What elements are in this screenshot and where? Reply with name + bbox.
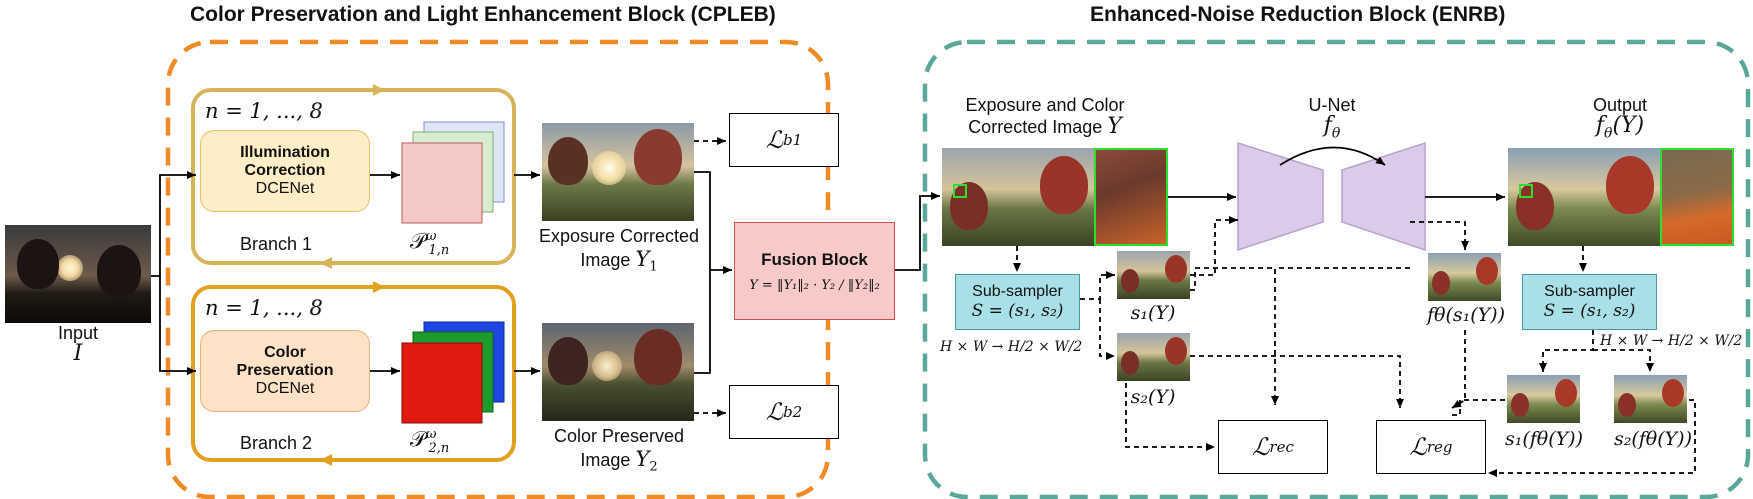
- s2f-image: [1614, 375, 1687, 423]
- arrow-s2f-lreg: [1488, 399, 1696, 477]
- arrow-subsampler-s1: [1080, 271, 1115, 300]
- arrow-input-branch1: [151, 171, 196, 277]
- illumination-correction-module: Illumination Correction DCENet: [200, 130, 370, 212]
- arrow-unet-fs1: [1410, 221, 1469, 250]
- unet-decoder: [1341, 141, 1426, 252]
- cpleb-title: Color Preservation and Light Enhancement…: [190, 3, 776, 26]
- enrb-border: [922, 39, 1751, 499]
- output-highlight-box: [1519, 184, 1533, 198]
- enrb-input-line1: Exposure and Color: [965, 95, 1125, 115]
- unet-skip-arrow: [1279, 146, 1386, 166]
- param1-layer1: [401, 142, 483, 224]
- enrb-input-line2: Corrected Image Y: [968, 114, 1122, 139]
- arrow-subsampler-s2f: [1593, 349, 1654, 372]
- enrb-title: Enhanced-Noise Reduction Block (ENRB): [1090, 3, 1506, 26]
- branch2-params-label: 𝒫ω2,n: [410, 427, 450, 456]
- arrow-input-branch2: [159, 276, 196, 375]
- illumination-net: DCENet: [255, 180, 315, 197]
- color-title-2: Preservation: [236, 362, 334, 379]
- param2-layer1: [401, 342, 483, 424]
- s2y-image: [1117, 333, 1190, 381]
- fusion-title: Fusion Block: [761, 249, 868, 269]
- s1y-image: [1117, 251, 1190, 299]
- exposure-corrected-image: [542, 123, 694, 221]
- input-symbol: I: [73, 341, 83, 366]
- unet-encoder: [1237, 141, 1324, 252]
- s1f-label: s₁(fθ(Y)): [1504, 428, 1584, 450]
- unet-symbol: fθ: [1323, 113, 1341, 142]
- branch1-label: Branch 1: [240, 234, 313, 254]
- color-preserved-image: [542, 323, 694, 421]
- branch2-loop-label: n = 1, ..., 8: [205, 296, 323, 320]
- downsample-right: H × W → H/2 × W/2: [1600, 333, 1743, 349]
- s2y-label: s₂(Y): [1130, 386, 1176, 408]
- illumination-title-2: Correction: [244, 162, 326, 179]
- arrow-subsampler-s2: [1099, 299, 1115, 360]
- exposure-corrected-line1: Exposure Corrected: [538, 226, 700, 246]
- input-label: Input: [57, 323, 99, 343]
- output-image: [1508, 148, 1660, 246]
- fs1y-label: fθ(s₁(Y)): [1426, 304, 1506, 326]
- output-zoom: [1660, 148, 1734, 246]
- branch1-loop-label: n = 1, ..., 8: [205, 99, 323, 123]
- subsampler-right-formula: S = (s₁, s₂): [1543, 301, 1636, 321]
- color-title-1: Color: [264, 344, 306, 361]
- arrow-y2-fusion: [694, 270, 711, 374]
- s1y-label: s₁(Y): [1130, 302, 1176, 324]
- subsampler-right-title: Sub-sampler: [1544, 283, 1635, 300]
- s1f-image: [1507, 375, 1580, 423]
- arrow-s1-lrec: [1190, 267, 1279, 405]
- subsampler-left-title: Sub-sampler: [972, 283, 1063, 300]
- enrb-input-image: [942, 148, 1094, 246]
- arrow-s1f-lreg: [1452, 399, 1505, 416]
- unet-label: U-Net: [1308, 95, 1356, 115]
- output-expr: fθ(Y): [1595, 113, 1645, 142]
- highlight-box: [953, 184, 967, 198]
- s2f-label: s₂(fθ(Y)): [1613, 428, 1693, 450]
- exposure-corrected-line2: Image Y1: [580, 247, 658, 275]
- subsampler-right: Sub-sampler S = (s₁, s₂): [1522, 274, 1657, 330]
- fusion-formula: Y = ‖Y₁‖₂ · Y₂ / ‖Y₂‖₂: [749, 277, 880, 293]
- subsampler-left-formula: S = (s₁, s₂): [971, 301, 1064, 321]
- arrow-y1-fusion: [694, 171, 732, 274]
- illumination-title-1: Illumination: [240, 144, 330, 161]
- subsampler-left: Sub-sampler S = (s₁, s₂): [955, 274, 1080, 330]
- fusion-block: Fusion Block Y = ‖Y₁‖₂ · Y₂ / ‖Y₂‖₂: [734, 222, 895, 320]
- fs1y-image: [1428, 253, 1501, 301]
- arrow-s2-lrec: [1125, 383, 1215, 451]
- downsample-left: H × W → H/2 × W/2: [940, 339, 1083, 355]
- color-preserved-line2: Image Y2: [580, 447, 658, 475]
- branch2-label: Branch 2: [240, 433, 313, 453]
- arrow-fusion-enrb: [895, 192, 940, 271]
- arrow-s1-unet: [1190, 216, 1238, 276]
- input-image: [5, 225, 151, 323]
- enrb-input-zoom: [1094, 148, 1168, 246]
- color-net: DCENet: [255, 380, 315, 397]
- arrow-fs1-lreg: [1451, 330, 1466, 409]
- color-preservation-module: Color Preservation DCENet: [200, 330, 370, 412]
- branch1-params-label: 𝒫ω1,n: [410, 229, 450, 258]
- arrow-subsampler-s1f: [1539, 330, 1594, 372]
- arrow-s2-lreg: [1190, 355, 1404, 408]
- color-preserved-line1: Color Preserved: [553, 426, 685, 446]
- output-label: Output: [1592, 95, 1648, 115]
